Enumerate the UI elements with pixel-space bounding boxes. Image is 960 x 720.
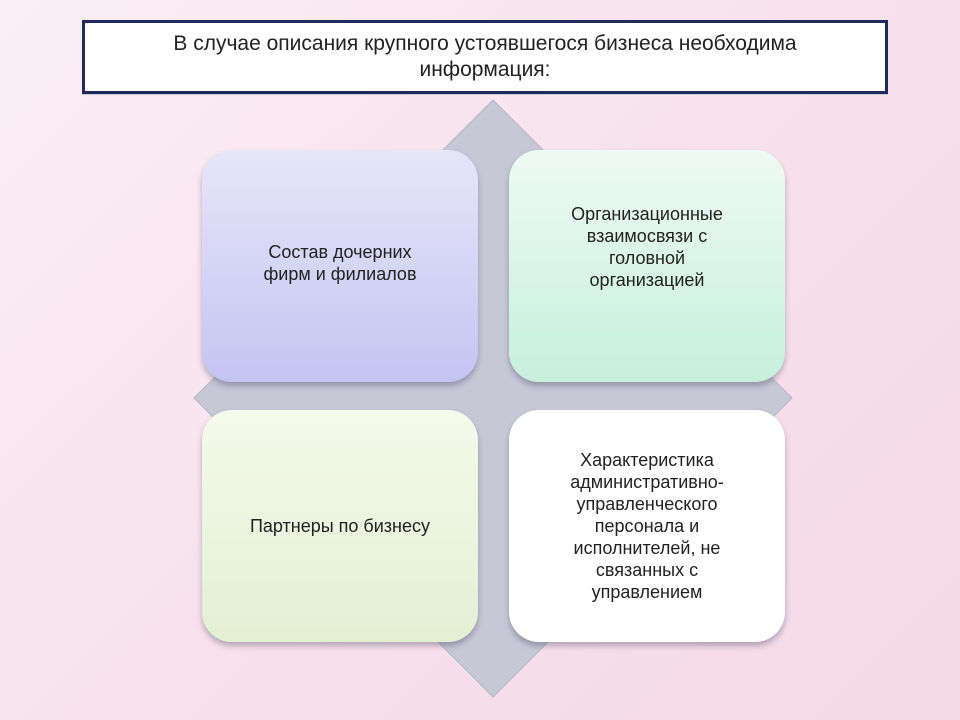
card-org-relations: Организационные взаимосвязи с головной о… — [509, 150, 785, 382]
card-personnel: Характеристика административно- управлен… — [509, 410, 785, 642]
card-label: Партнеры по бизнесу — [249, 516, 431, 536]
card-subsidiaries: Состав дочерних фирм и филиалов — [202, 150, 478, 382]
card-partners: Партнеры по бизнесу — [202, 410, 478, 642]
slide-title: В случае описания крупного устоявшегося … — [173, 32, 797, 81]
title-box: В случае описания крупного устоявшегося … — [82, 20, 888, 94]
card-label: Состав дочерних фирм и филиалов — [263, 242, 417, 284]
card-label: Организационные взаимосвязи с головной о… — [571, 204, 723, 290]
card-label: Характеристика административно- управлен… — [570, 450, 724, 602]
